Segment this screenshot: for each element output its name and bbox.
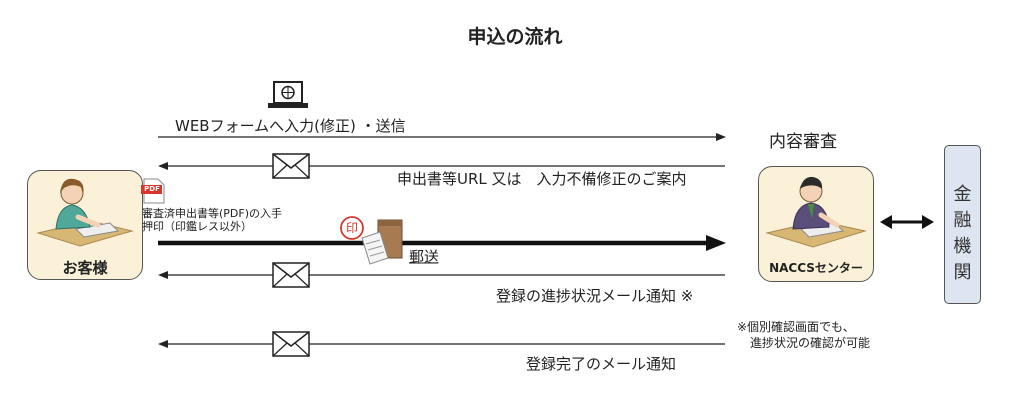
operator-illustration xyxy=(765,176,867,248)
bank-char: 機 xyxy=(953,236,972,257)
envelope-icon xyxy=(272,262,310,288)
naccs-heading: 内容審査 xyxy=(769,132,837,152)
progress-label: 登録の進捗状況メール通知 ※ xyxy=(496,287,694,305)
bank-label: 金 融 機 関 xyxy=(945,182,980,286)
notice-label: 申出書等URL 又は 入力不備修正のご案内 xyxy=(397,170,687,188)
customer-box: お客様 xyxy=(27,170,143,280)
pdf-instruction-2: 押印（印鑑レス以外） xyxy=(142,220,252,233)
arrow-complete xyxy=(158,340,725,348)
envelope-icon xyxy=(272,331,310,357)
arrow-progress xyxy=(158,271,725,279)
seal-icon xyxy=(340,216,364,240)
naccs-label: NACCSセンター xyxy=(769,261,863,275)
pdf-icon xyxy=(141,178,165,204)
arrow-mail xyxy=(158,235,726,251)
document-icon xyxy=(361,231,389,265)
double-arrow-icon xyxy=(880,215,934,229)
arrow-web-form xyxy=(158,133,726,141)
pdf-badge: PDF xyxy=(144,185,160,193)
arrow-notice xyxy=(158,162,725,170)
bank-char: 融 xyxy=(953,210,972,231)
page-title: 申込の流れ xyxy=(467,26,563,48)
note-line-2: 進捗状況の確認が可能 xyxy=(750,336,871,350)
bank-char: 金 xyxy=(953,184,972,205)
bank-char: 関 xyxy=(953,262,972,283)
customer-label: お客様 xyxy=(62,259,108,277)
seal-label: 印 xyxy=(345,221,358,235)
laptop-icon xyxy=(268,81,308,108)
web-form-label: WEBフォームへ入力(修正) ・送信 xyxy=(175,117,406,135)
mail-label: 郵送 xyxy=(409,248,440,266)
envelope-icon xyxy=(272,153,310,179)
complete-label: 登録完了のメール通知 xyxy=(526,355,677,373)
pdf-instruction-1: 審査済申出書等(PDF)の入手 xyxy=(142,207,283,220)
naccs-box: NACCSセンター xyxy=(758,166,874,282)
customer-illustration xyxy=(36,178,134,247)
bank-box: 金 融 機 関 xyxy=(944,145,981,304)
note-line-1: ※個別確認画面でも、 xyxy=(737,320,855,334)
